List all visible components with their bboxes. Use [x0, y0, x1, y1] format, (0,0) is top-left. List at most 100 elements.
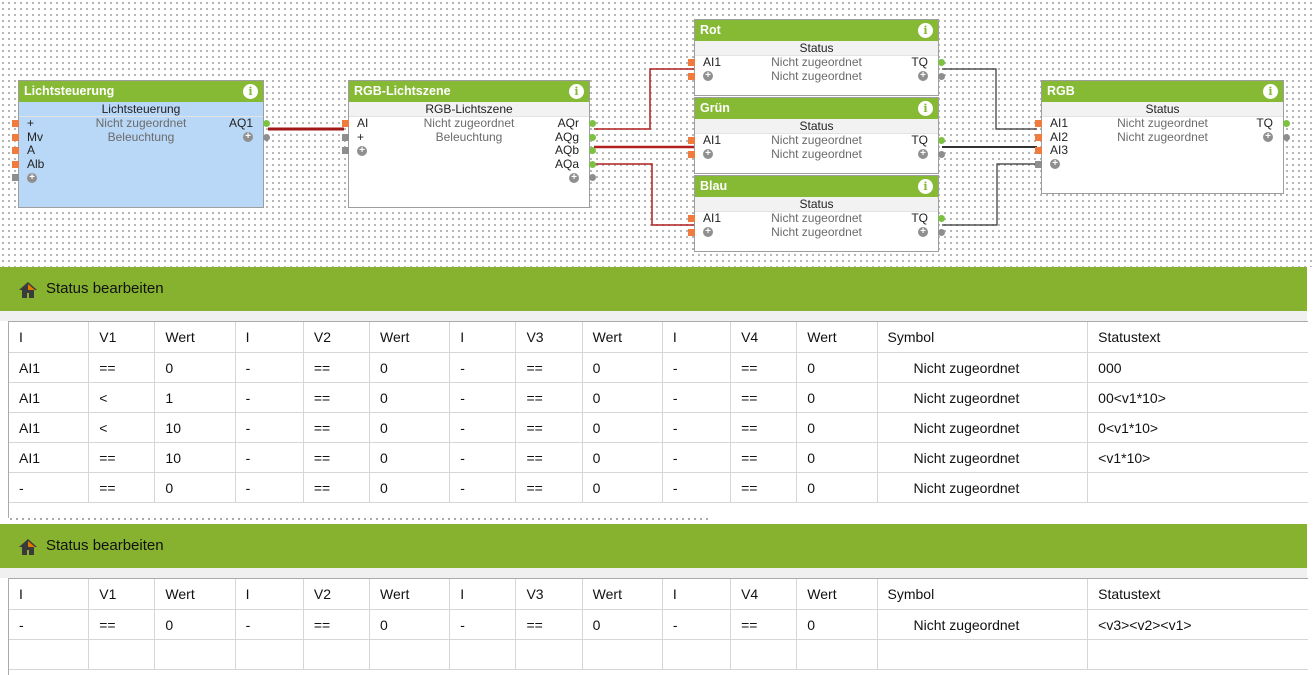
table-cell[interactable]: Nicht zugeordnet [877, 352, 1089, 383]
table-cell[interactable]: 0 [796, 412, 878, 443]
column-header[interactable]: V3 [515, 579, 583, 610]
input-pin[interactable] [12, 133, 19, 141]
input-pin[interactable] [342, 120, 349, 127]
column-header[interactable]: V4 [730, 322, 798, 353]
input-pin[interactable] [688, 59, 695, 66]
column-header[interactable]: Wert [369, 579, 451, 610]
table-cell[interactable]: == [88, 609, 156, 640]
table-cell[interactable]: == [303, 609, 371, 640]
table-cell[interactable]: < [88, 382, 156, 413]
table-cell[interactable] [9, 639, 90, 670]
column-header[interactable]: V2 [303, 322, 371, 353]
input-pin[interactable] [688, 137, 695, 144]
table-cell[interactable]: == [515, 412, 583, 443]
input-pin[interactable] [342, 133, 349, 141]
table-cell[interactable]: 0 [796, 442, 878, 473]
add-output-icon[interactable]: + [918, 227, 928, 238]
input-pin[interactable] [12, 147, 19, 154]
table-cell[interactable]: == [303, 382, 371, 413]
add-output-icon[interactable]: + [243, 132, 253, 143]
table-cell[interactable]: 0 [154, 352, 236, 383]
table-cell[interactable]: 0 [369, 609, 451, 640]
table-cell[interactable]: 0 [369, 352, 451, 383]
column-header[interactable]: Symbol [877, 322, 1089, 353]
column-header[interactable]: V3 [515, 322, 583, 353]
input-pin[interactable] [688, 228, 695, 236]
table-cell[interactable]: 0 [582, 609, 663, 640]
input-pin[interactable] [12, 120, 19, 127]
output-pin[interactable] [938, 150, 945, 158]
table-cell[interactable]: == [303, 472, 371, 503]
table-cell[interactable]: - [235, 442, 304, 473]
add-input-icon[interactable]: + [357, 145, 367, 156]
add-output-icon[interactable]: + [918, 149, 928, 160]
output-pin[interactable] [1283, 133, 1290, 141]
table-cell[interactable] [1087, 639, 1308, 670]
info-icon[interactable]: i [1263, 84, 1278, 99]
table-cell[interactable]: - [449, 472, 517, 503]
column-header[interactable]: Statustext [1087, 322, 1308, 353]
table-cell[interactable]: 0 [796, 609, 878, 640]
table-cell[interactable]: == [515, 442, 583, 473]
table-cell[interactable]: - [662, 442, 732, 473]
table-cell[interactable]: Nicht zugeordnet [877, 412, 1089, 443]
block-title[interactable]: Grün i [695, 98, 938, 119]
column-header[interactable]: Wert [154, 322, 236, 353]
column-header[interactable]: I [235, 322, 304, 353]
table-cell[interactable]: == [88, 442, 156, 473]
column-header[interactable]: I [9, 579, 90, 610]
output-pin[interactable] [938, 59, 945, 66]
table-cell[interactable] [730, 639, 798, 670]
add-input-icon[interactable]: + [1050, 159, 1060, 170]
table-cell[interactable]: 0 [154, 472, 236, 503]
table-cell[interactable]: 000 [1087, 352, 1308, 383]
table-cell[interactable] [515, 639, 583, 670]
column-header[interactable]: I [662, 322, 732, 353]
table-cell[interactable] [877, 639, 1089, 670]
table-cell[interactable]: 0 [154, 609, 236, 640]
table-cell[interactable]: == [303, 412, 371, 443]
table-cell[interactable]: - [662, 382, 732, 413]
input-pin[interactable] [1035, 120, 1042, 127]
table-cell[interactable]: == [303, 352, 371, 383]
block-title[interactable]: Rot i [695, 20, 938, 41]
info-icon[interactable]: i [918, 101, 933, 116]
block-lichtsteuerung[interactable]: Lichtsteuerung i Lichtsteuerung +Nicht z… [12, 80, 270, 208]
column-header[interactable]: Wert [796, 322, 878, 353]
table-cell[interactable]: - [449, 609, 517, 640]
table-cell[interactable]: 0<v1*10> [1087, 412, 1308, 443]
table-cell[interactable]: - [9, 609, 90, 640]
table-cell[interactable]: == [730, 609, 798, 640]
table-cell[interactable]: 0 [369, 472, 451, 503]
input-pin[interactable] [12, 160, 19, 168]
output-pin[interactable] [1283, 120, 1290, 127]
table-cell[interactable]: 00<v1*10> [1087, 382, 1308, 413]
table-cell[interactable]: - [235, 472, 304, 503]
column-header[interactable]: Wert [582, 579, 663, 610]
table-cell[interactable]: AI1 [9, 382, 90, 413]
table-cell[interactable]: - [235, 412, 304, 443]
column-header[interactable]: V2 [303, 579, 371, 610]
add-input-icon[interactable]: + [27, 172, 37, 183]
input-pin[interactable] [12, 174, 19, 181]
home-icon[interactable] [18, 281, 38, 299]
output-pin[interactable] [263, 133, 270, 141]
table-cell[interactable]: 0 [582, 472, 663, 503]
table-cell[interactable] [449, 639, 517, 670]
table-cell[interactable]: - [449, 412, 517, 443]
output-pin[interactable] [938, 72, 945, 80]
table-cell[interactable]: Nicht zugeordnet [877, 609, 1089, 640]
table-cell[interactable]: == [730, 442, 798, 473]
table-cell[interactable]: 0 [369, 382, 451, 413]
table-cell[interactable]: 0 [796, 472, 878, 503]
table-cell[interactable]: 0 [369, 442, 451, 473]
add-output-icon[interactable]: + [569, 172, 579, 183]
table-cell[interactable] [154, 639, 236, 670]
table-cell[interactable]: AI1 [9, 352, 90, 383]
